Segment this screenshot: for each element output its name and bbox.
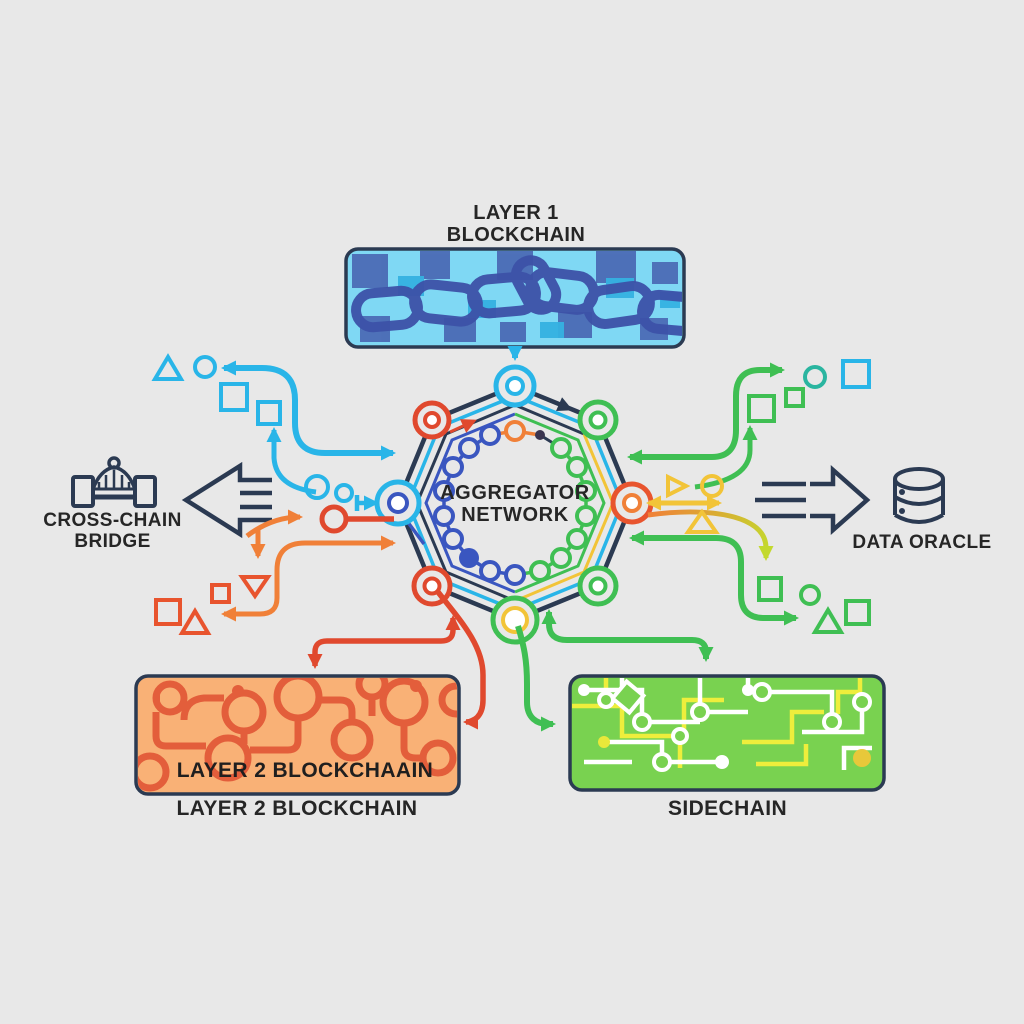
orange-flow-arrows: [221, 509, 396, 622]
cyan-circle-mid: [304, 474, 330, 500]
circuit-board-pattern-icon: [572, 678, 872, 772]
octagon-network-icon: [374, 364, 654, 645]
cyan-flow-arrows: [221, 360, 396, 511]
fast-arrow-left-icon: [181, 461, 272, 539]
lime-down-arrow: [647, 509, 774, 561]
node-network-pattern-icon: [138, 678, 457, 792]
red-circle: [319, 504, 349, 534]
cross-chain-bridge-label: CROSS-CHAIN BRIDGE: [35, 510, 190, 553]
green-flow-arrows: [515, 362, 799, 732]
red-bidirectional-arrow: [307, 615, 461, 669]
green-circle-bottom: [799, 584, 821, 606]
layer2-caption: LAYER 2 BLOCKCHAIN: [176, 797, 418, 820]
cyan-circle: [193, 355, 217, 379]
orange-square-small: [210, 583, 231, 604]
green-up-arrow: [694, 425, 758, 490]
sidechain-box: [568, 674, 886, 792]
cyan-triangle: [151, 353, 185, 381]
green-to-sidechain-left-arrow: [515, 625, 556, 732]
chain-link-icon: [351, 251, 682, 342]
bridge-label-line2: BRIDGE: [74, 531, 151, 553]
teal-circle: [803, 365, 827, 389]
layer2-inner-label: LAYER 2 BLOCKCHAAIN: [176, 759, 434, 782]
green-triangle-bottom: [811, 606, 845, 634]
yellow-circle: [700, 474, 724, 498]
octagon-vertex-nodes: [374, 364, 654, 645]
data-oracle-label: DATA ORACLE: [852, 532, 992, 553]
cyan-square-small: [256, 400, 282, 426]
fast-arrow-right-icon: [755, 465, 871, 535]
orange-square: [154, 598, 182, 626]
cyan-square: [219, 382, 249, 412]
green-bidirectional-arrow-mid: [629, 530, 799, 626]
layer1-label-line1: LAYER 1: [473, 202, 559, 224]
yellow-decor-shapes: [666, 473, 724, 534]
layer1-label: LAYER 1 BLOCKCHAIN: [396, 202, 636, 247]
red-to-layer2-arrow: [435, 590, 486, 730]
orange-bidirectional-arrow: [221, 535, 396, 622]
cyan-square-topright: [841, 359, 871, 389]
aggregator-label-line2: NETWORK: [461, 504, 569, 527]
inner-ring-nodes: [433, 420, 597, 586]
layer1-box: [344, 247, 686, 349]
green-decor-shapes: [747, 359, 871, 634]
aggregator-label-line1: AGGREGATOR: [440, 482, 590, 504]
green-to-sidechain-top-arrow: [541, 609, 714, 662]
layer1-label-line2: BLOCKCHAIN: [446, 224, 586, 247]
cyan-circle-mid-small: [334, 483, 354, 503]
bridge-label-line1: CROSS-CHAIN: [43, 510, 182, 531]
cyan-bidirectional-arrow: [221, 360, 396, 461]
orange-curve-arrow: [245, 509, 303, 539]
green-square-top: [747, 394, 776, 423]
layer2-box: [134, 674, 461, 796]
green-bidirectional-arrow-top: [627, 362, 785, 465]
orange-triangle-down: [238, 575, 272, 600]
red-flow-arrows: [307, 504, 486, 730]
sidechain-caption: SIDECHAIN: [667, 797, 788, 820]
cyan-decor-shapes: [151, 353, 354, 503]
orange-triangle-up: [178, 607, 212, 635]
green-square-mid: [757, 576, 783, 602]
yellow-play-triangle: [666, 473, 691, 499]
green-square-top-small: [784, 387, 805, 408]
bridge-icon: [71, 456, 157, 508]
database-icon: [893, 467, 945, 524]
aggregator-label: AGGREGATOR NETWORK: [420, 482, 610, 527]
green-square-bottom: [844, 599, 871, 626]
orange-decor-shapes: [154, 575, 272, 635]
yellow-triangle: [684, 508, 720, 534]
